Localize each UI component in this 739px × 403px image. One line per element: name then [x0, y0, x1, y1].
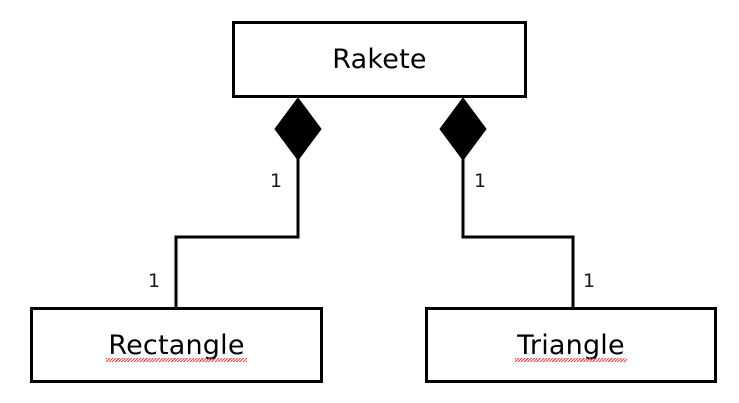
multiplicity-label-rakete-rectangle: 1 — [270, 170, 283, 192]
class-name-rakete: Rakete — [332, 44, 427, 75]
multiplicity-label-triangle-end: 1 — [583, 270, 596, 292]
class-name-triangle: Triangle — [515, 329, 627, 362]
class-box-triangle[interactable]: Triangle — [425, 307, 717, 383]
multiplicity-label-rectangle-end: 1 — [148, 270, 161, 292]
class-name-rectangle: Rectangle — [106, 329, 247, 362]
class-box-rakete[interactable]: Rakete — [232, 21, 527, 98]
composition-diamond-triangle — [439, 97, 487, 161]
class-box-rectangle[interactable]: Rectangle — [30, 307, 323, 383]
multiplicity-label-rakete-triangle: 1 — [474, 170, 487, 192]
composition-diamond-rectangle — [274, 97, 322, 161]
